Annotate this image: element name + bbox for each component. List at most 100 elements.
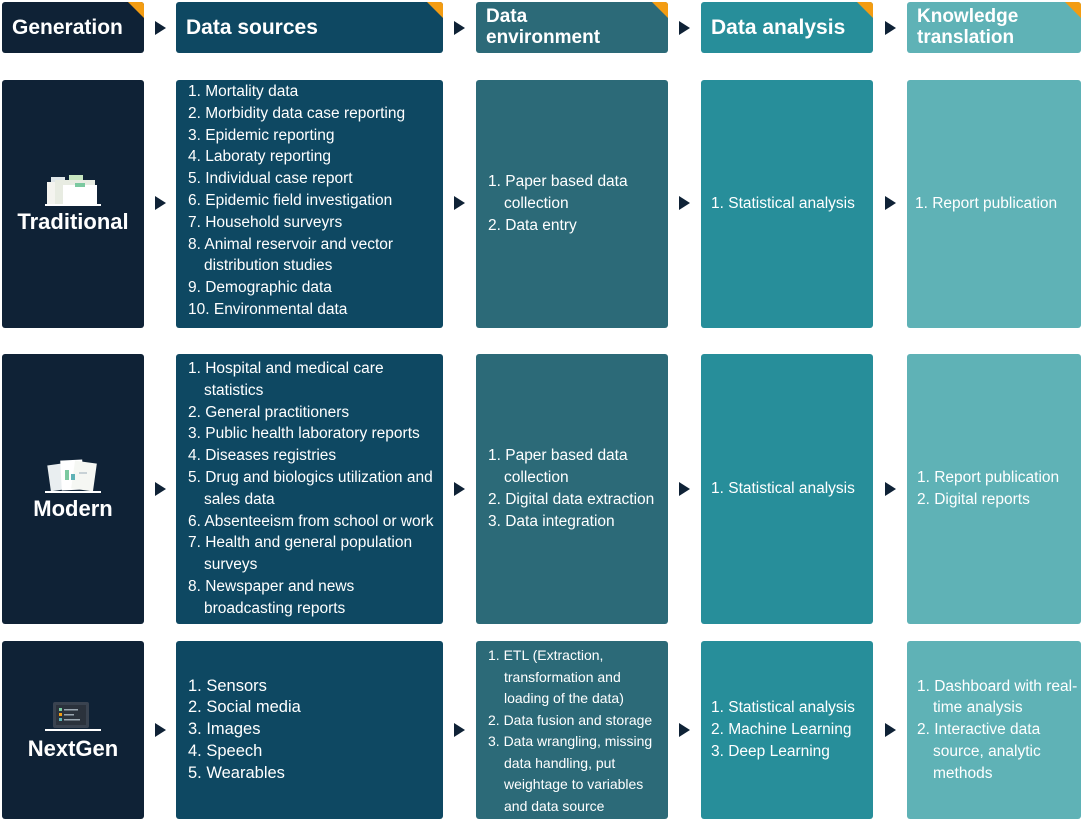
list-item: 3. Deep Learning <box>711 742 830 760</box>
documents-icon <box>45 456 101 494</box>
data-environment-modern: 1. Paper based data collection 2. Digita… <box>476 354 668 624</box>
list-item: 1. Report publication <box>917 469 1060 487</box>
arrow-right-icon <box>885 196 896 210</box>
list-item: 3. Epidemic reporting <box>188 126 335 144</box>
arrow-right-icon <box>155 723 166 737</box>
list-item: 1. Statistical analysis <box>711 195 855 213</box>
data-environment-nextgen: 1. ETL (Extraction, transformation and l… <box>476 641 668 819</box>
generation-traditional: Traditional <box>2 80 144 328</box>
analysis-list: 1. Statistical analysis <box>703 193 855 215</box>
list-item: 2. Digital reports <box>917 491 1030 508</box>
header-generation-label: Generation <box>12 15 123 39</box>
list-item: 5. Drug and biologics utilization and sa… <box>188 468 438 508</box>
list-item: 1. Paper based data collection <box>488 447 632 487</box>
sources-list: 1. Hospital and medical care statistics … <box>180 358 437 620</box>
translation-list: 1. Report publication 2. Digital reports <box>909 467 1059 511</box>
list-item: 3. Images <box>188 720 261 739</box>
list-item: 9. Demographic data <box>188 279 332 297</box>
header-knowledge-translation: Knowledge translation <box>907 2 1081 53</box>
generation-label: Modern <box>33 496 113 521</box>
list-item: 2. Data fusion and storage <box>488 711 653 728</box>
generation-label: NextGen <box>27 736 119 761</box>
laptop-icon <box>45 698 101 734</box>
arrow-right-icon <box>454 21 465 35</box>
data-sources-modern: 1. Hospital and medical care statistics … <box>176 354 443 624</box>
environment-list: 1. ETL (Extraction, transformation and l… <box>480 645 664 817</box>
header-knowledge-translation-label: Knowledge translation <box>917 6 1019 48</box>
list-item: 1. Dashboard with real-time analysis <box>917 677 1078 717</box>
list-item: 2. Morbidity data case reporting <box>188 104 406 122</box>
arrow-right-icon <box>155 21 166 35</box>
arrow-right-icon <box>885 723 896 737</box>
list-item: 1. ETL (Extraction, transformation and l… <box>488 647 625 706</box>
list-item: 8. Animal reservoir and vector distribut… <box>188 235 398 275</box>
arrow-right-icon <box>155 482 166 496</box>
arrow-right-icon <box>454 723 465 737</box>
list-item: 1. Paper based data collection <box>488 173 632 213</box>
environment-list: 1. Paper based data collection 2. Data e… <box>480 171 660 236</box>
header-data-environment-label: Data environment <box>486 6 601 48</box>
list-item: 10. Environmental data <box>188 300 348 318</box>
translation-list: 1. Report publication <box>907 193 1057 215</box>
list-item: 5. Individual case report <box>188 170 353 188</box>
list-item: 1. Sensors <box>188 676 267 695</box>
list-item: 3. Data wrangling, missing data handling… <box>488 733 657 814</box>
list-item: 1. Report publication <box>915 195 1058 213</box>
list-item: 1. Statistical analysis <box>711 699 855 717</box>
corner-accent <box>427 2 443 18</box>
sources-list: 1. Sensors 2. Social media 3. Images 4. … <box>180 676 301 785</box>
list-item: 3. Data integration <box>488 512 615 530</box>
corner-accent <box>128 2 144 18</box>
list-item: 7. Household surveyrs <box>188 213 343 231</box>
list-item: 4. Laboraty reporting <box>188 148 332 166</box>
list-item: 6. Absenteeism from school or work <box>188 512 434 530</box>
list-item: 2. Data entry <box>488 216 577 234</box>
list-item: 5. Wearables <box>188 763 285 782</box>
list-item: 2. Social media <box>188 698 301 717</box>
list-item: 6. Epidemic field investigation <box>188 191 393 209</box>
analysis-list: 1. Statistical analysis <box>703 478 855 500</box>
data-analysis-nextgen: 1. Statistical analysis 2. Machine Learn… <box>701 641 873 819</box>
header-data-environment: Data environment <box>476 2 668 53</box>
list-item: 1. Statistical analysis <box>711 480 855 498</box>
list-item: 8. Newspaper and news broadcasting repor… <box>188 577 359 617</box>
list-item: 4. Speech <box>188 741 263 760</box>
data-sources-traditional: 1. Mortality data 2. Morbidity data case… <box>176 80 443 328</box>
data-sources-nextgen: 1. Sensors 2. Social media 3. Images 4. … <box>176 641 443 819</box>
arrow-right-icon <box>454 196 465 210</box>
list-item: 2. Digital data extraction <box>488 491 655 508</box>
corner-accent <box>1065 2 1081 18</box>
corner-accent <box>652 2 668 18</box>
knowledge-translation-nextgen: 1. Dashboard with real-time analysis 2. … <box>907 641 1081 819</box>
header-generation: Generation <box>2 2 144 53</box>
analysis-list: 1. Statistical analysis 2. Machine Learn… <box>703 697 855 762</box>
list-item: 2. General practitioners <box>188 403 350 421</box>
environment-list: 1. Paper based data collection 2. Digita… <box>480 445 660 532</box>
arrow-right-icon <box>885 482 896 496</box>
generation-modern: Modern <box>2 354 144 624</box>
arrow-right-icon <box>679 723 690 737</box>
generation-nextgen: NextGen <box>2 641 144 819</box>
arrow-right-icon <box>155 196 166 210</box>
list-item: 1. Hospital and medical care statistics <box>188 360 388 399</box>
knowledge-translation-modern: 1. Report publication 2. Digital reports <box>907 354 1081 624</box>
list-item: 2. Machine Learning <box>711 721 852 739</box>
list-item: 1. Mortality data <box>188 83 299 100</box>
data-environment-traditional: 1. Paper based data collection 2. Data e… <box>476 80 668 328</box>
folders-icon <box>45 173 101 207</box>
header-data-analysis: Data analysis <box>701 2 873 53</box>
translation-list: 1. Dashboard with real-time analysis 2. … <box>909 676 1079 785</box>
data-analysis-modern: 1. Statistical analysis <box>701 354 873 624</box>
header-data-sources-label: Data sources <box>186 15 318 39</box>
arrow-right-icon <box>885 21 896 35</box>
data-analysis-traditional: 1. Statistical analysis <box>701 80 873 328</box>
arrow-right-icon <box>679 482 690 496</box>
list-item: 3. Public health laboratory reports <box>188 425 420 443</box>
header-data-sources: Data sources <box>176 2 443 53</box>
arrow-right-icon <box>679 196 690 210</box>
arrow-right-icon <box>679 21 690 35</box>
list-item: 2. Interactive data source, analytic met… <box>917 721 1046 782</box>
header-data-analysis-label: Data analysis <box>711 15 846 39</box>
corner-accent <box>857 2 873 18</box>
list-item: 4. Diseases registries <box>188 447 337 465</box>
